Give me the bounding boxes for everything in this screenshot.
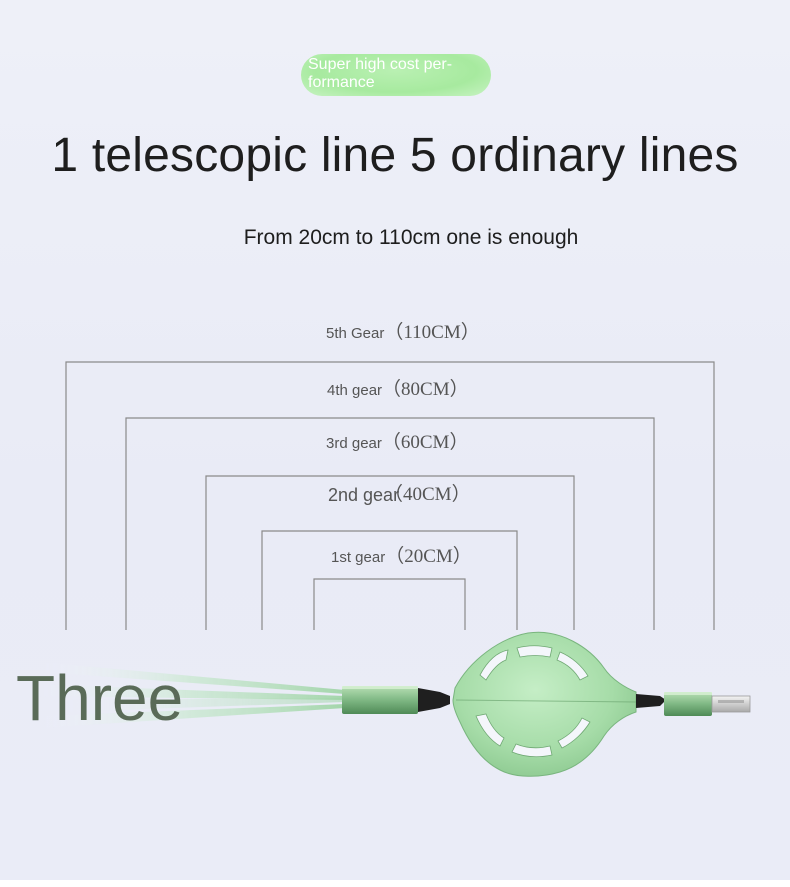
gear-4-name: 4th gear: [327, 382, 383, 399]
left-connector: [342, 686, 450, 714]
cable-reel-housing: [452, 631, 637, 777]
gear-1-label: 1st gear（20CM）: [331, 546, 472, 567]
frame-gear-4: [125, 417, 655, 630]
gear-4-label: 4th gear（80CM）: [327, 379, 469, 400]
gear-3-name: 3rd gear: [326, 435, 382, 452]
gear-5-name: 5th Gear: [326, 325, 385, 342]
page-subtitle: From 20cm to 110cm one is enough: [243, 226, 579, 249]
page-headline: 1 telescopic line 5 ordinary lines: [51, 129, 739, 182]
gear-3-label: 3rd gear（60CM）: [326, 432, 469, 453]
gear-1-length: （20CM）: [385, 546, 472, 567]
gear-5-length: （110CM）: [384, 322, 480, 343]
frame-gear-1: [313, 578, 466, 630]
usb-a-plug-icon: [636, 692, 751, 716]
gear-1-name: 1st gear: [331, 549, 386, 566]
cost-performance-badge: Super high cost per-formance: [301, 54, 491, 96]
product-count-label: Three: [16, 662, 184, 734]
cable-fan: [30, 662, 345, 728]
gear-2-length: （40CM）: [384, 484, 471, 505]
badge-text: Super high cost per-formance: [308, 56, 453, 91]
gear-4-length: （80CM）: [382, 379, 469, 400]
frame-gear-2: [261, 530, 518, 630]
frame-gear-5: [65, 361, 715, 630]
bottom-strip: [0, 880, 790, 887]
gear-2-label: 2nd gear（40CM）: [328, 484, 471, 505]
gear-5-label: 5th Gear（110CM）: [326, 322, 480, 343]
gear-3-length: （60CM）: [381, 432, 469, 453]
frame-gear-3: [205, 475, 575, 630]
